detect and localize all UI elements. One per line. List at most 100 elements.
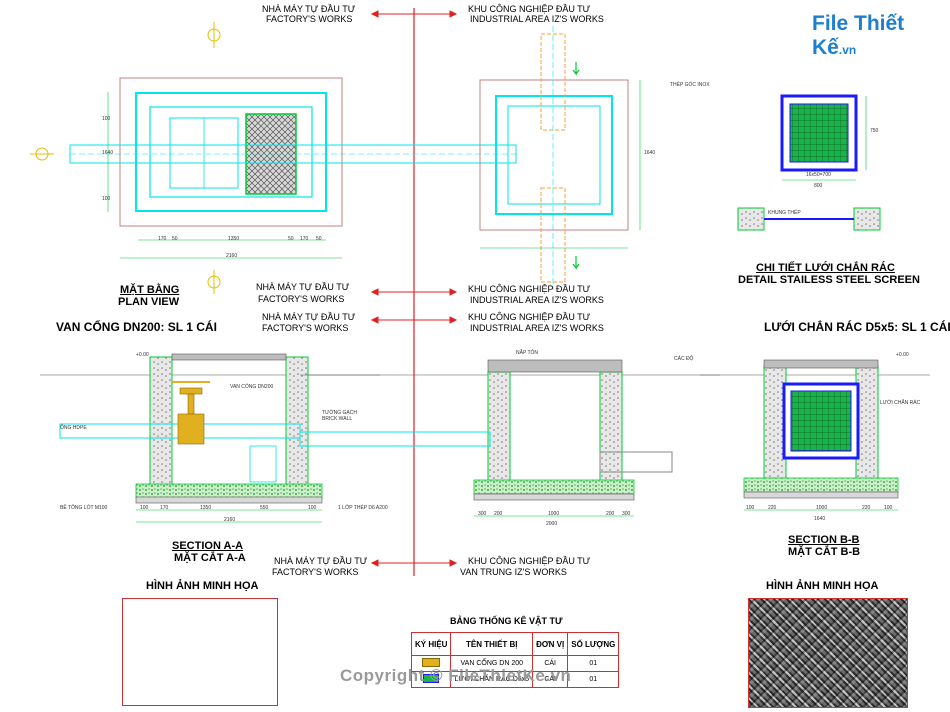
section-bb-title-en: SECTION B-B <box>788 534 860 546</box>
boundary-left-vn-1: NHÀ MÁY TỰ ĐẦU TƯ <box>262 4 356 14</box>
dim-mid-3: 1000 <box>548 511 560 517</box>
boundary-right-vn-3: KHU CÔNG NGHIỆP ĐẦU TƯ <box>468 312 591 322</box>
bom-header-symbol: KÝ HIỆU <box>410 632 452 656</box>
illustration-right-title: HÌNH ẢNH MINH HỌA <box>766 580 879 592</box>
dim-bb-3: 1000 <box>816 505 828 511</box>
note-concrete: BÊ TÔNG LÓT M100 <box>60 505 108 511</box>
dim-bb-1: 100 <box>746 505 755 511</box>
note-valve: VAN CỔNG DN200 <box>230 384 274 390</box>
gate-valve-drawing <box>172 381 210 445</box>
bom-title: BẢNG THỐNG KÊ VẬT TƯ <box>450 616 563 626</box>
section-bb <box>700 359 930 511</box>
dim-aa-5: 100 <box>308 505 317 511</box>
note-gravel: 1 LỚP THÉP D6 A200 <box>338 505 388 511</box>
screen-title-vn: CHI TIẾT LƯỚI CHẮN RÁC <box>756 262 895 274</box>
dim-mid-4: 200 <box>606 511 615 517</box>
dim-screen-h: 750 <box>870 128 879 134</box>
boundary-left-en-1: FACTORY'S WORKS <box>266 14 353 24</box>
dim-plan-6: 50 <box>316 236 322 242</box>
boundary-left-en-2: FACTORY'S WORKS <box>258 294 345 304</box>
boundary-left-vn-3: NHÀ MÁY TỰ ĐẦU TƯ <box>262 312 356 322</box>
dim-plan-left-1: 100 <box>102 116 111 122</box>
dim-mid-1: 300 <box>478 511 487 517</box>
note-iz-level: CÁC ĐỘ <box>674 356 694 362</box>
section-aa-title-vn: MẶT CẮT A-A <box>174 552 246 564</box>
section-bb-title-vn: MẶT CẮT B-B <box>788 546 861 558</box>
dim-plan-5: 170 <box>300 236 309 242</box>
dim-bb-5: 100 <box>884 505 893 511</box>
dim-plan-total: 2160 <box>226 253 238 259</box>
logo-brand: File Thiết Kế <box>812 12 905 59</box>
bom-header-unit: ĐƠN VỊ <box>532 632 569 656</box>
dim-mid-5: 300 <box>622 511 631 517</box>
site-logo[interactable]: File Thiết Kế.vn <box>812 12 950 60</box>
plan-title-en: PLAN VIEW <box>118 296 180 308</box>
dim-aa-1: 100 <box>140 505 149 511</box>
boundary-right-en-3: INDUSTRIAL AREA IZ'S WORKS <box>470 323 604 333</box>
dim-plan-left-2: 100 <box>102 196 111 202</box>
dim-aa-2: 170 <box>160 505 169 511</box>
plan-view-left <box>30 22 517 294</box>
dim-bb-2: 220 <box>768 505 777 511</box>
bom-cell-qty: 01 <box>567 671 620 688</box>
dim-mid-total: 2000 <box>546 521 558 527</box>
bom-header-row: KÝ HIỆU TÊN THIẾT BỊ ĐƠN VỊ SỐ LƯỢNG <box>410 632 620 656</box>
dim-screen-inner: 16x50=700 <box>806 172 831 178</box>
note-screen: LƯỚI CHẮN RÁC <box>880 400 921 406</box>
note-level-left: +0.00 <box>136 352 149 358</box>
bom-cell-unit: CÁI <box>532 671 569 688</box>
bom-header-name: TÊN THIẾT BỊ <box>450 632 534 656</box>
dim-mid-2: 200 <box>494 511 503 517</box>
screen-count-title: LƯỚI CHẮN RÁC D5x5: SL 1 CÁI <box>764 320 950 334</box>
screen-symbol-icon <box>410 671 452 688</box>
screen-title-en: DETAIL STAILESS STEEL SCREEN <box>738 274 920 286</box>
table-row: LƯỚI CHẮN RÁC D5x5 CÁI 01 <box>410 671 620 688</box>
section-middle <box>299 359 720 517</box>
dim-aa-3: 1350 <box>200 505 212 511</box>
plan-view-right <box>479 26 641 290</box>
valve-symbol-icon <box>410 655 452 672</box>
bom-cell-qty: 01 <box>567 655 620 672</box>
dim-plan-2: 50 <box>172 236 178 242</box>
boundary-left-en-4: FACTORY'S WORKS <box>272 567 359 577</box>
note-level-right: +0.00 <box>896 352 909 358</box>
boundary-left-vn-4: NHÀ MÁY TỰ ĐẦU TƯ <box>274 556 368 566</box>
section-aa-title-en: SECTION A-A <box>172 540 244 552</box>
boundary-right-vn-2: KHU CÔNG NGHIỆP ĐẦU TƯ <box>468 284 591 294</box>
screen-detail <box>737 94 881 231</box>
note-frame: KHUNG THÉP <box>768 210 801 216</box>
logo-ext: .vn <box>838 43 857 57</box>
section-aa <box>40 353 380 523</box>
note-brick: BRICK WALL <box>322 416 353 422</box>
dim-plan-1: 170 <box>158 236 167 242</box>
boundary-left-vn-2: NHÀ MÁY TỰ ĐẦU TƯ <box>256 282 350 292</box>
dim-bb-total: 1640 <box>814 516 826 522</box>
dim-aa-total: 2160 <box>224 517 236 523</box>
dim-plan-right-total: 1640 <box>644 150 656 156</box>
bom-table: KÝ HIỆU TÊN THIẾT BỊ ĐƠN VỊ SỐ LƯỢNG VAN… <box>410 632 620 688</box>
illustration-left-title: HÌNH ẢNH MINH HỌA <box>146 580 259 592</box>
boundary-right-en-4: VAN TRUNG IZ'S WORKS <box>460 567 567 577</box>
dim-screen-w: 800 <box>814 183 823 189</box>
note-steel: THÉP GÓC INOX <box>670 82 710 88</box>
boundary-right-vn-1: KHU CÔNG NGHIỆP ĐẦU TƯ <box>468 4 591 14</box>
dim-plan-left-3: 1640 <box>102 150 114 156</box>
plan-title-vn: MẶT BẰNG <box>120 284 180 296</box>
valve-photo <box>122 598 278 706</box>
valve-count-title: VAN CỔNG DN200: SL 1 CÁI <box>56 320 217 334</box>
bom-header-qty: SỐ LƯỢNG <box>567 632 620 656</box>
dim-plan-4: 50 <box>288 236 294 242</box>
boundary-left-en-3: FACTORY'S WORKS <box>262 323 349 333</box>
boundary-right-en-2: INDUSTRIAL AREA IZ'S WORKS <box>470 295 604 305</box>
note-cover: NẮP TÔN <box>516 350 539 356</box>
boundary-arrows <box>370 10 458 567</box>
note-pipe: ỐNG HDPE <box>60 425 87 431</box>
boundary-right-vn-4: KHU CÔNG NGHIỆP ĐẦU TƯ <box>468 556 591 566</box>
dim-bb-4: 220 <box>862 505 871 511</box>
dim-aa-4: 550 <box>260 505 269 511</box>
dim-plan-3: 1350 <box>228 236 240 242</box>
copyright-watermark: Copyright © FileThietKe.vn <box>340 666 572 685</box>
mesh-photo <box>748 598 908 708</box>
table-row: VAN CỔNG DN 200 CÁI 01 <box>410 655 620 672</box>
note-wall: TƯỜNG GẠCH <box>322 410 357 416</box>
